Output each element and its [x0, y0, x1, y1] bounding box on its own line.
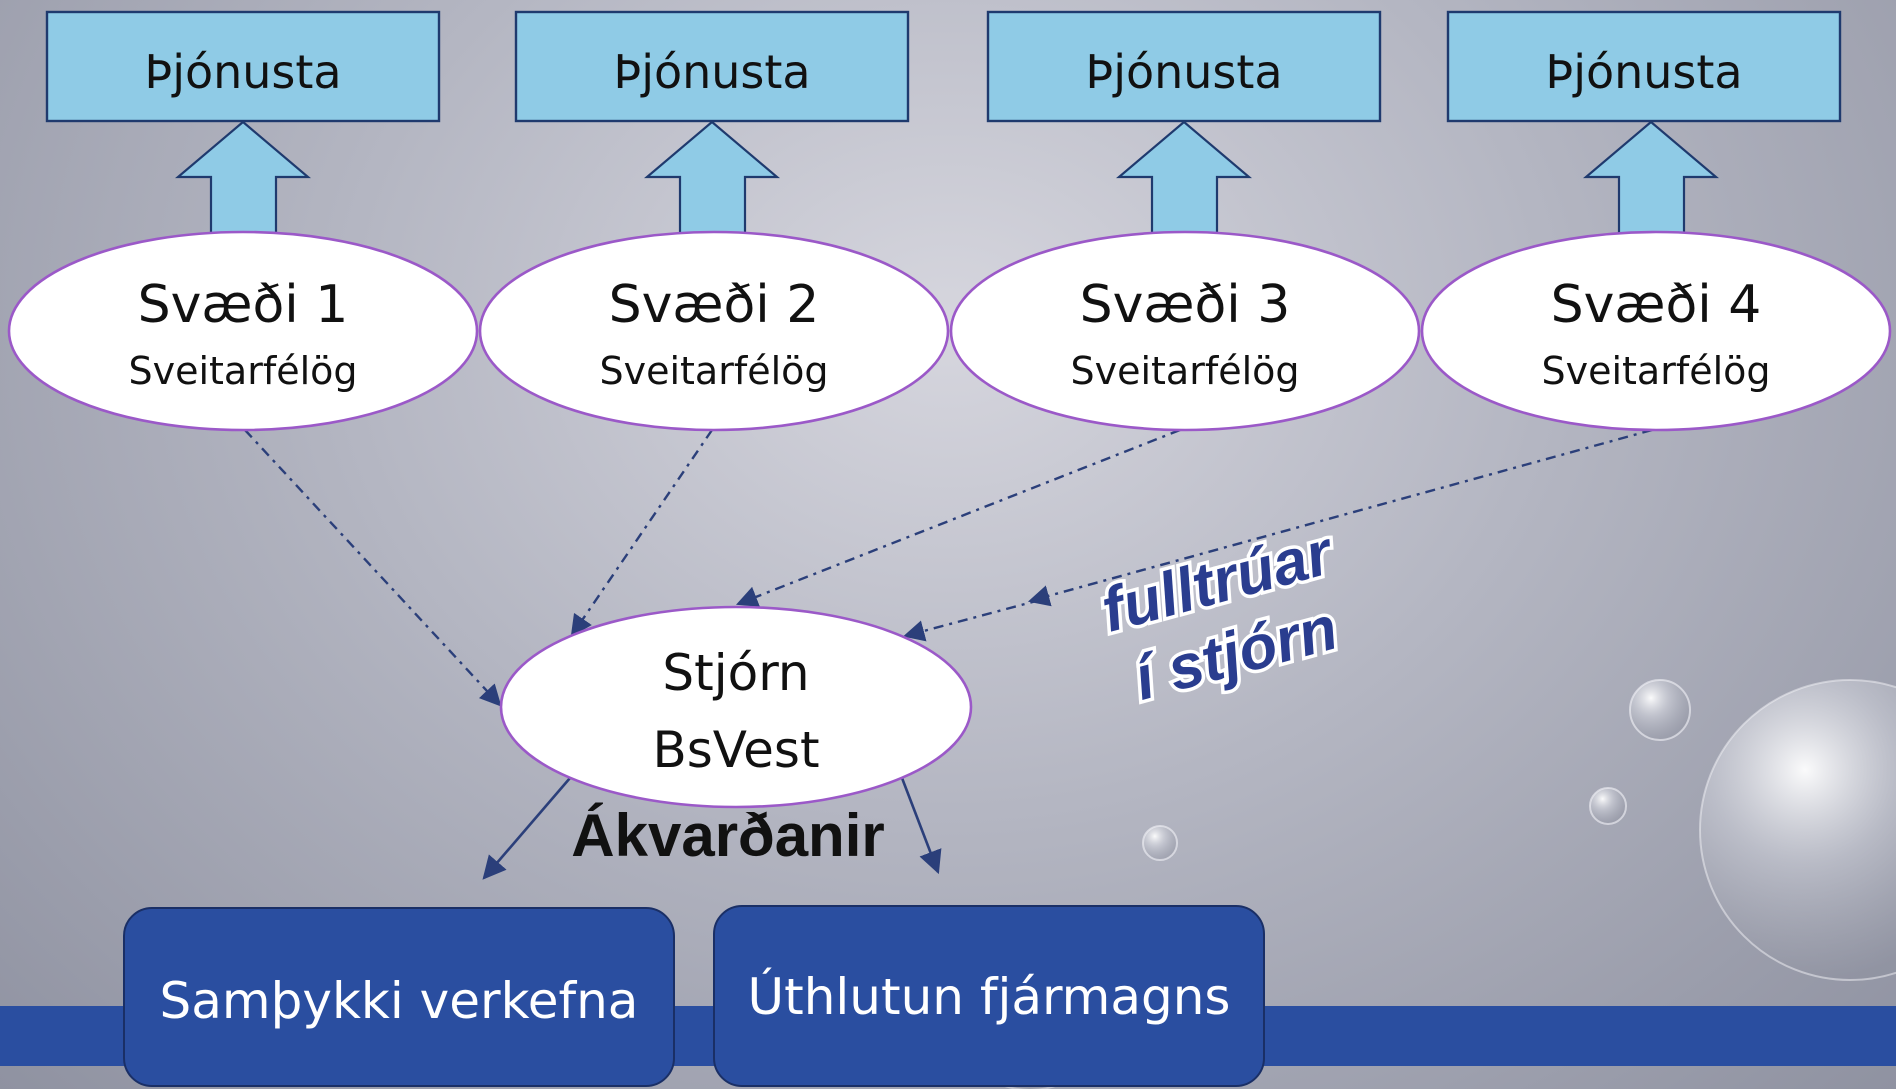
service-label: Þjónusta — [1085, 45, 1282, 99]
region-subtitle: Sveitarfélög — [1070, 349, 1299, 393]
water-drop — [1629, 679, 1691, 741]
arrow-to-approval — [482, 777, 571, 880]
water-drop — [1699, 679, 1896, 981]
service-box-1: Þjónusta — [45, 10, 441, 123]
region-title: Svæði 3 — [1080, 275, 1291, 335]
region-1: Svæði 1 Sveitarfélög — [7, 230, 479, 432]
service-arrows-detailed — [174, 120, 1720, 237]
region-title: Svæði 1 — [138, 275, 349, 335]
region-3: Svæði 3 Sveitarfélög — [949, 230, 1421, 432]
decisions-label: Ákvarðanir — [571, 802, 884, 869]
board-line-1: Stjórn — [662, 644, 809, 702]
board-node: Stjórn BsVest — [499, 605, 973, 809]
region-4: Svæði 4 Sveitarfélög — [1420, 230, 1892, 432]
outcome-funding: Úthlutun fjármagns — [713, 905, 1265, 1087]
arrow-shape-1 — [174, 120, 312, 237]
region-2: Svæði 2 Sveitarfélög — [478, 230, 950, 432]
service-box-2: Þjónusta — [514, 10, 910, 123]
service-box-4: Þjónusta — [1446, 10, 1842, 123]
representatives-label: fulltrúar í stjórn — [1091, 514, 1348, 717]
region-title: Svæði 2 — [609, 275, 820, 335]
region-subtitle: Sveitarfélög — [1541, 349, 1770, 393]
water-drop — [1142, 825, 1178, 861]
water-drop — [1589, 787, 1627, 825]
region-to-board-connectors — [244, 428, 1653, 707]
service-label: Þjónusta — [144, 45, 341, 99]
region-subtitle: Sveitarfélög — [599, 349, 828, 393]
outcome-approval: Samþykki verkefna — [123, 907, 675, 1087]
outcome-label: Úthlutun fjármagns — [748, 967, 1231, 1026]
arrow-shape-2 — [643, 120, 781, 237]
connector-region-4-b — [902, 598, 1041, 642]
decision-arrows — [482, 777, 942, 880]
arrow-to-funding — [900, 777, 942, 875]
connector-region-3 — [735, 428, 1181, 607]
connector-region-2 — [570, 429, 713, 637]
region-subtitle: Sveitarfélög — [128, 349, 357, 393]
arrow-shape-4 — [1582, 120, 1720, 237]
connector-region-1 — [244, 429, 502, 707]
service-box-3: Þjónusta — [986, 10, 1382, 123]
connector-region-4 — [1027, 428, 1653, 607]
outcome-label: Samþykki verkefna — [160, 972, 639, 1030]
region-title: Svæði 4 — [1551, 275, 1762, 335]
arrow-shape-3 — [1115, 120, 1253, 237]
board-line-2: BsVest — [652, 721, 819, 779]
service-label: Þjónusta — [613, 45, 810, 99]
service-label: Þjónusta — [1545, 45, 1742, 99]
